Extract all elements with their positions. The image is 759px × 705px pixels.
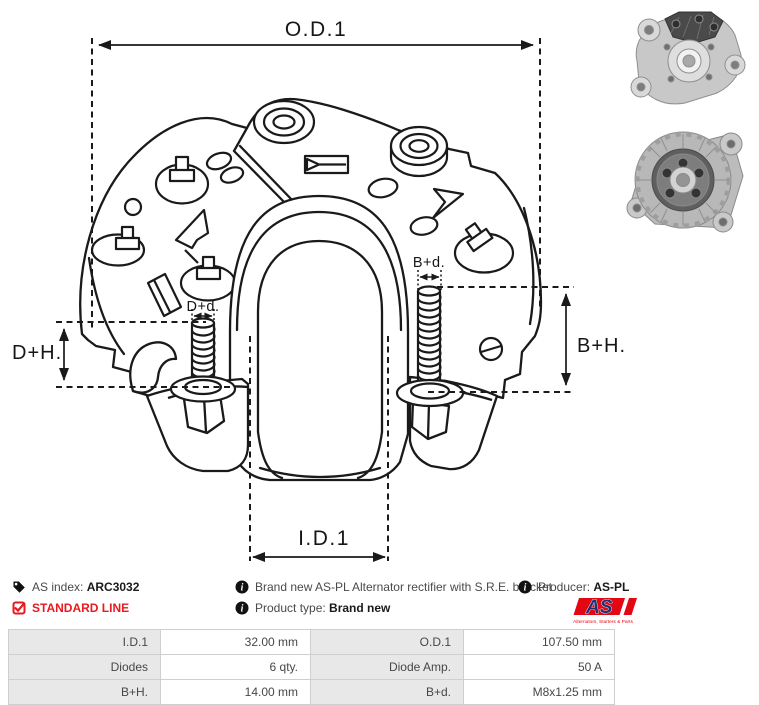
dimension-lines — [56, 38, 574, 562]
table-row: I.D.1 32.00 mm O.D.1 107.50 mm — [8, 629, 615, 655]
producer-value: AS-PL — [593, 580, 630, 594]
spec-label-cell: B+H. — [8, 679, 161, 705]
svg-text:i: i — [241, 604, 244, 615]
info-circle-icon: i — [235, 580, 249, 594]
product-type-row: i Product type: Brand new — [235, 600, 390, 616]
right-stud — [395, 285, 465, 408]
spec-label-cell: O.D.1 — [310, 629, 464, 655]
spec-label-cell: Diodes — [8, 654, 161, 680]
product-photo-face — [626, 131, 744, 233]
dimension-label-dh: D+H. — [12, 342, 62, 364]
svg-text:i: i — [524, 583, 527, 594]
logo-subtext: Alternators, Starters & Parts — [573, 619, 633, 625]
spec-value-cell: 14.00 mm — [160, 679, 311, 705]
as-index-value: ARC3032 — [86, 580, 140, 594]
tag-icon — [13, 581, 25, 593]
product-type-text: Product type: Brand new — [255, 601, 391, 615]
spec-label-cell: B+d. — [310, 679, 464, 705]
standard-line-row: STANDARD LINE — [12, 600, 129, 616]
description-row: i Brand new AS-PL Alternator rectifier w… — [235, 579, 552, 595]
spec-value-cell: 32.00 mm — [160, 629, 311, 655]
svg-text:i: i — [241, 583, 244, 594]
spec-value-cell: 107.50 mm — [463, 629, 615, 655]
spec-label-cell: I.D.1 — [8, 629, 161, 655]
producer-row: i Producer: AS-PL — [518, 579, 629, 595]
dimension-label-bh: B+H. — [577, 335, 626, 357]
standard-line-text: STANDARD LINE — [32, 601, 130, 615]
description-text: Brand new AS-PL Alternator rectifier wit… — [255, 580, 553, 594]
diode-components — [90, 99, 515, 362]
spec-table: I.D.1 32.00 mm O.D.1 107.50 mm Diodes 6 … — [8, 629, 615, 705]
spec-value-cell: 6 qty. — [160, 654, 311, 680]
as-index-text: AS index: ARC3032 — [32, 580, 140, 594]
as-index-row: AS index: ARC3032 — [12, 579, 139, 595]
technical-drawing: O.D.1 D+H. D+d. B+d. B+H. I.D.1 — [12, 18, 626, 562]
dimension-label-bd: B+d. — [413, 255, 445, 271]
product-photo-angled — [630, 11, 746, 105]
spec-value-cell: M8x1.25 mm — [463, 679, 615, 705]
dimension-label-id1: I.D.1 — [298, 527, 350, 550]
product-type-value: Brand new — [329, 601, 391, 615]
product-info-section: AS index: ARC3032 i Brand new AS-PL Alte… — [0, 575, 759, 629]
checkbox-checked-icon — [12, 601, 26, 615]
spec-value-cell: 50 A — [463, 654, 615, 680]
table-row: B+H. 14.00 mm B+d. M8x1.25 mm — [8, 679, 615, 705]
spec-label-cell: Diode Amp. — [310, 654, 464, 680]
table-row: Diodes 6 qty. Diode Amp. 50 A — [8, 654, 615, 680]
sre-bracket-arch — [228, 194, 410, 482]
info-circle-icon: i — [518, 580, 532, 594]
logo-as-text: AS — [585, 597, 613, 618]
producer-text: Producer: AS-PL — [538, 580, 630, 594]
as-pl-logo: AS Alternators, Starters & Parts — [573, 597, 638, 625]
dimension-label-dd: D+d. — [186, 299, 219, 315]
info-circle-icon: i — [235, 601, 249, 615]
dimension-label-od1: O.D.1 — [285, 18, 347, 41]
